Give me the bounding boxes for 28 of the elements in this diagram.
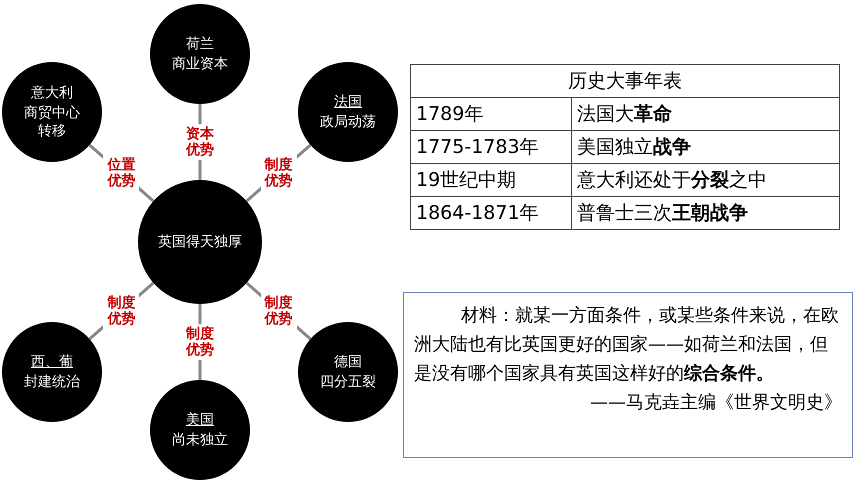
edge-label: 位置优势 [103, 155, 140, 192]
table-title: 历史大事年表 [410, 64, 840, 98]
country-name: 美国 [186, 411, 214, 429]
date-cell: 1864-1871年 [410, 196, 572, 230]
edge-label: 制度优势 [260, 155, 296, 192]
circle-text: 商业资本 [172, 55, 228, 73]
country-name: 德国 [334, 353, 362, 371]
edge-label: 制度优势 [103, 292, 140, 329]
event-cell: 美国独立战争 [572, 130, 840, 164]
country-name: 意大利 [31, 84, 73, 102]
country-name: 西、葡 [31, 353, 73, 371]
country-name: 法国 [334, 93, 362, 111]
circle-text: 四分五裂 [320, 373, 376, 391]
country-name: 荷兰 [186, 35, 214, 53]
edge-label: 制度优势 [260, 292, 296, 329]
event-cell: 普鲁士三次王朝战争 [572, 196, 840, 230]
circle-text: 商贸中心转移 [23, 104, 81, 140]
event-cell: 意大利还处于分裂之中 [572, 164, 840, 196]
source-citation: ——马克垚主编《世界文明史》 [589, 391, 842, 415]
date-cell: 1775-1783年 [410, 130, 572, 164]
date-cell: 19世纪中期 [410, 164, 572, 196]
quote-text: 材料：就某一方面条件，或某些条件来说，在欧洲大陆也有比英国更好的国家——如荷兰和法国，但是没有哪个国家具有英国这样好的综合条件。 [414, 304, 840, 386]
date-cell: 1789年 [410, 98, 572, 130]
event-cell: 法国大革命 [572, 98, 840, 130]
circle-text: 封建统治 [24, 373, 80, 391]
circle-text: 尚未独立 [172, 431, 228, 449]
circle-text: 英国得天独厚 [158, 233, 242, 251]
circle-text: 政局动荡 [320, 113, 376, 131]
